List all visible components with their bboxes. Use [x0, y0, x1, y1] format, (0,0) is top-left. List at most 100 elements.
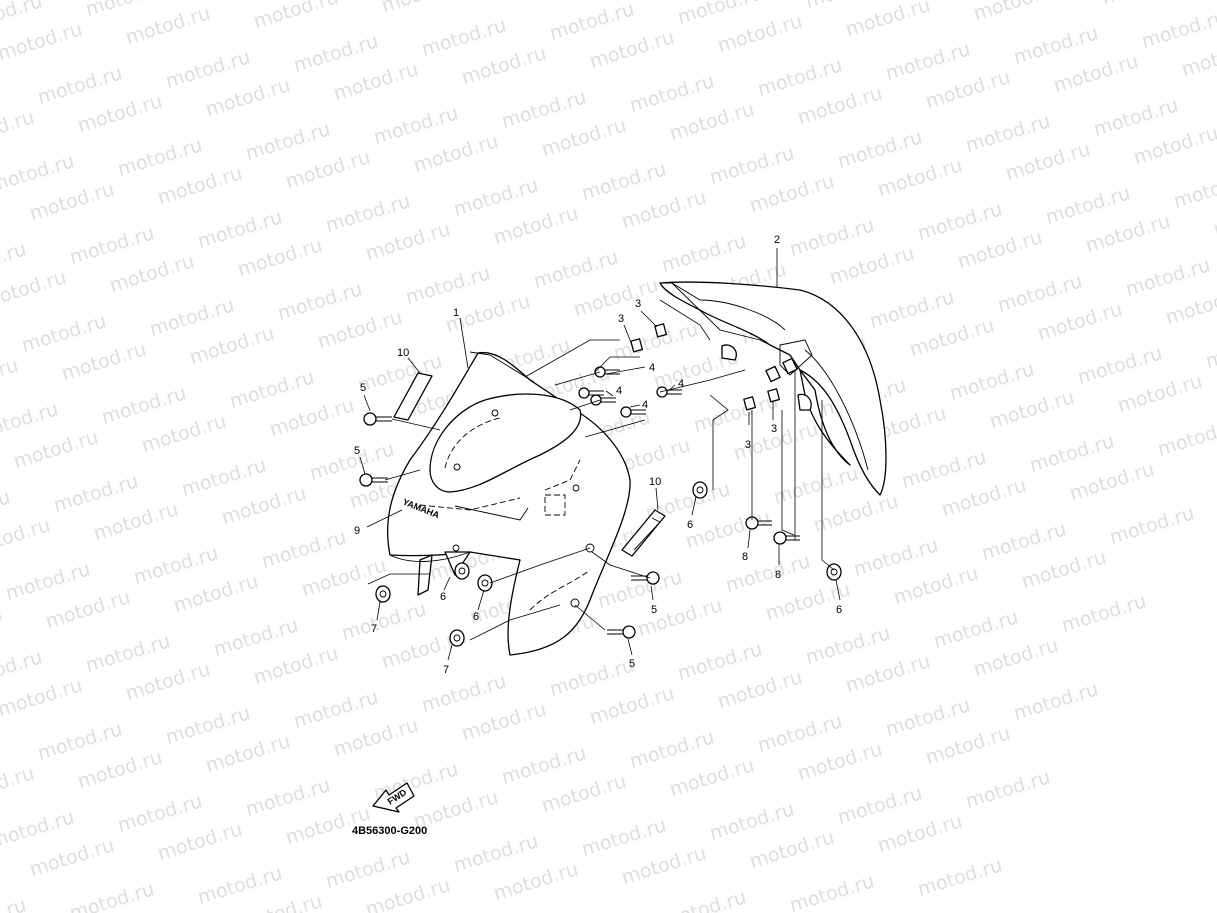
watermark-text: motod.ru — [379, 0, 469, 17]
watermark-text: motod.ru — [771, 462, 861, 509]
watermark-text: motod.ru — [259, 526, 349, 573]
watermark-text: motod.ru — [123, 2, 213, 49]
watermark-text: motod.ru — [331, 58, 421, 105]
callout-4a: 4 — [649, 362, 655, 374]
callout-8b: 8 — [775, 569, 781, 581]
watermark-text: motod.ru — [19, 310, 109, 357]
watermark-text: motod.ru — [211, 614, 301, 661]
watermark-text: motod.ru — [875, 154, 965, 201]
watermark-text: motod.ru — [27, 178, 117, 225]
watermark-text: motod.ru — [507, 0, 597, 1]
watermark-text: motod.ru — [0, 894, 29, 913]
watermark-text: motod.ru — [1075, 342, 1165, 389]
callout-6b: 6 — [440, 591, 446, 603]
watermark-text: motod.ru — [851, 534, 941, 581]
watermark-text: motod.ru — [547, 0, 637, 45]
watermark-text: motod.ru — [723, 550, 813, 597]
watermark-text: motod.ru — [803, 622, 893, 669]
watermark-text: motod.ru — [0, 806, 77, 853]
watermark-text: motod.ru — [1035, 298, 1125, 345]
callout-4d: 4 — [678, 378, 684, 390]
watermark-text: motod.ru — [675, 638, 765, 685]
watermark-text: motod.ru — [147, 294, 237, 341]
callout-6a: 6 — [687, 519, 693, 531]
watermark-text: motod.ru — [811, 490, 901, 537]
watermark-text: motod.ru — [251, 642, 341, 689]
watermark-text: motod.ru — [747, 826, 837, 873]
watermark-text: motod.ru — [875, 810, 965, 857]
watermark-text: motod.ru — [403, 262, 493, 309]
watermark-text: motod.ru — [579, 158, 669, 205]
watermark-text: motod.ru — [283, 146, 373, 193]
watermark-text: motod.ru — [0, 674, 85, 721]
watermark-text: motod.ru — [11, 426, 101, 473]
watermark-text: motod.ru — [115, 790, 205, 837]
watermark-text: motod.ru — [539, 114, 629, 161]
callout-3a: 3 — [618, 313, 624, 325]
watermark-text: motod.ru — [411, 130, 501, 177]
watermark-text: motod.ru — [219, 482, 309, 529]
callout-10a: 10 — [397, 347, 409, 359]
watermark-text: motod.ru — [275, 278, 365, 325]
watermark-text: motod.ru — [747, 170, 837, 217]
watermark-text: motod.ru — [931, 606, 1021, 653]
watermark-text: motod.ru — [291, 30, 381, 77]
watermark-text: motod.ru — [67, 222, 157, 269]
watermark-text: motod.ru — [531, 246, 621, 293]
watermark-text: motod.ru — [787, 870, 877, 913]
callout-leaders — [359, 248, 841, 661]
callout-3d: 3 — [771, 423, 777, 435]
watermark-text: motod.ru — [3, 558, 93, 605]
watermark-text: motod.ru — [987, 386, 1077, 433]
watermark-text: motod.ru — [979, 518, 1069, 565]
watermark-text: motod.ru — [0, 398, 61, 445]
watermark-text: motod.ru — [339, 598, 429, 645]
watermark-text: motod.ru — [363, 874, 453, 913]
watermark-text: motod.ru — [499, 742, 589, 789]
watermark-text: motod.ru — [899, 446, 989, 493]
watermark-text: motod.ru — [459, 42, 549, 89]
watermark-text: motod.ru — [827, 242, 917, 289]
watermark-text: motod.ru — [1171, 166, 1217, 213]
watermark-text: motod.ru — [451, 830, 541, 877]
watermark-text: motod.ru — [619, 186, 709, 233]
watermark-text: motod.ru — [323, 190, 413, 237]
callout-5b: 5 — [354, 445, 360, 457]
watermark-text: motod.ru — [571, 274, 661, 321]
watermark-text: motod.ru — [227, 366, 317, 413]
watermark-text: motod.ru — [67, 878, 157, 913]
callout-5c: 5 — [651, 604, 657, 616]
callout-labels: 1 2 3 3 3 3 4 4 4 4 5 5 5 5 6 6 6 6 7 7 … — [354, 234, 842, 676]
watermark-text: motod.ru — [579, 814, 669, 861]
watermark-text: motod.ru — [267, 394, 357, 441]
watermark-text: motod.ru — [1003, 138, 1093, 185]
watermark-text: motod.ru — [947, 358, 1037, 405]
watermark-text: motod.ru — [195, 862, 285, 909]
watermark-text: motod.ru — [0, 266, 69, 313]
watermark-text: motod.ru — [707, 142, 797, 189]
watermark-text: motod.ru — [627, 726, 717, 773]
front-fender-part — [659, 281, 887, 496]
watermark-text: motod.ru — [595, 566, 685, 613]
watermark-text: motod.ru — [835, 782, 925, 829]
grommet-parts — [375, 481, 842, 647]
watermark-text: motod.ru — [331, 714, 421, 761]
watermark-text: motod.ru — [915, 198, 1005, 245]
watermark-text: motod.ru — [203, 74, 293, 121]
watermark-text: motod.ru — [99, 382, 189, 429]
watermark-text: motod.ru — [715, 10, 805, 57]
callout-6d: 6 — [836, 604, 842, 616]
watermark-text: motod.ru — [1051, 50, 1141, 97]
callout-1: 1 — [453, 307, 459, 319]
watermark-text: motod.ru — [955, 226, 1045, 273]
watermark-text: motod.ru — [763, 578, 853, 625]
watermark-text: motod.ru — [1139, 6, 1217, 53]
watermark-text: motod.ru — [371, 102, 461, 149]
callout-8a: 8 — [742, 551, 748, 563]
watermark-text: motod.ru — [659, 230, 749, 277]
watermark-text: motod.ru — [75, 90, 165, 137]
watermark-text: motod.ru — [883, 694, 973, 741]
watermark-text: motod.ru — [203, 730, 293, 777]
watermark-text: motod.ru — [995, 270, 1085, 317]
watermark-text: motod.ru — [1019, 546, 1109, 593]
